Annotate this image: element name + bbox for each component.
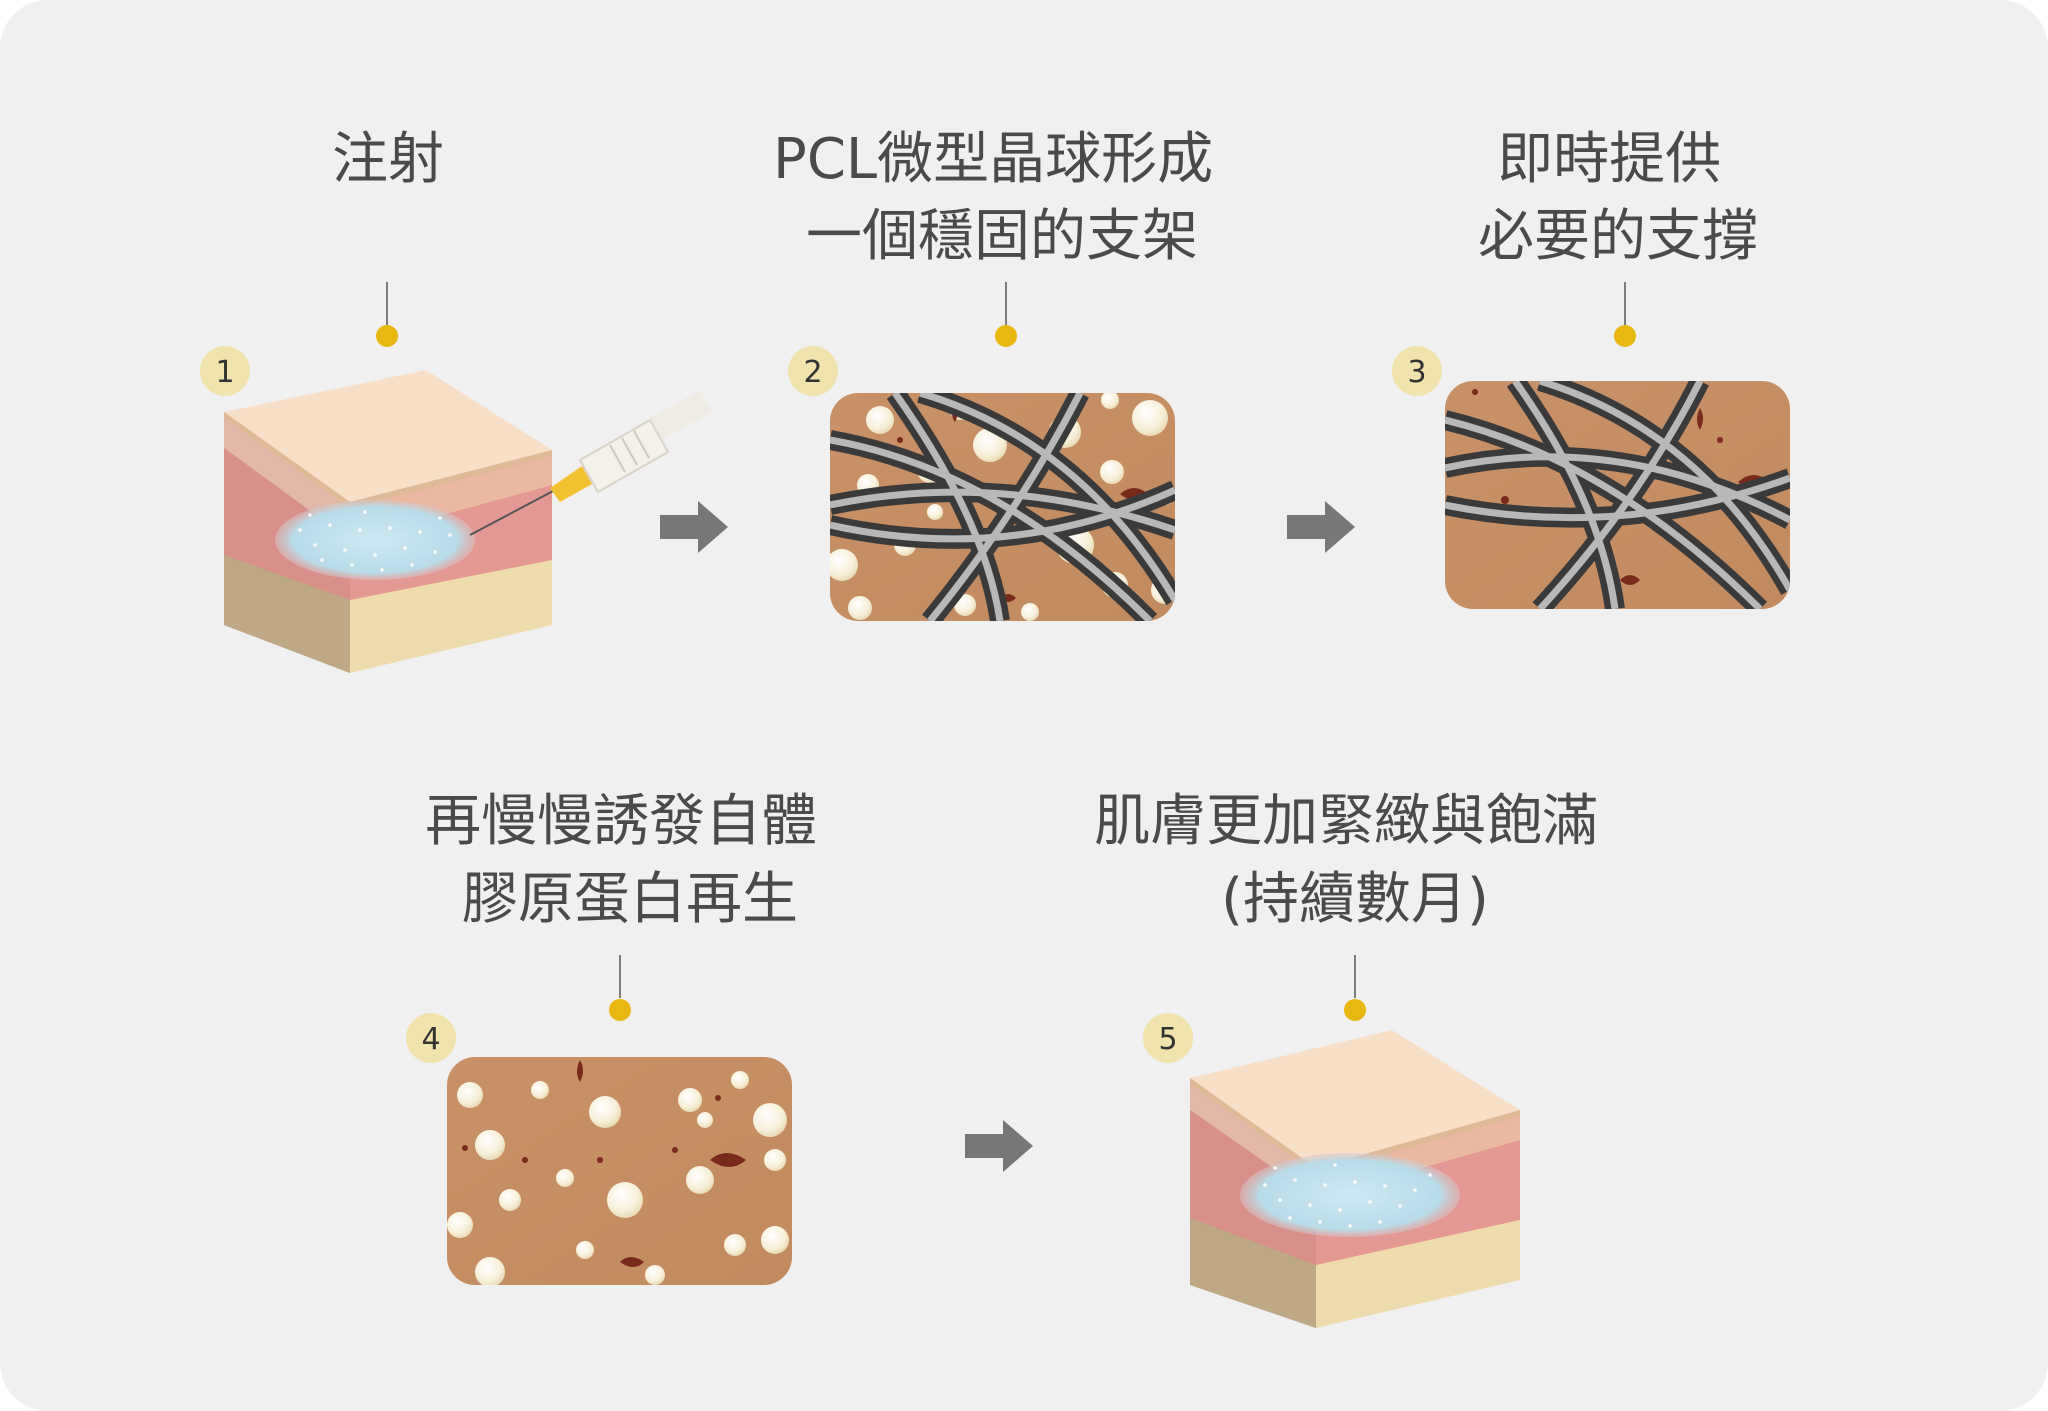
svg-text:3: 3 xyxy=(1407,355,1426,390)
svg-text:4: 4 xyxy=(421,1022,440,1057)
step-2-badge: 2 xyxy=(788,346,838,396)
svg-text:5: 5 xyxy=(1158,1022,1177,1057)
arrow-right-icon xyxy=(1287,501,1355,553)
svg-text:1: 1 xyxy=(215,355,234,390)
step-1-marker xyxy=(376,282,398,347)
step-1-title: 注射 xyxy=(332,127,444,192)
step-1-badge: 1 xyxy=(200,346,250,396)
skin-cube-filled-illustration xyxy=(1190,1030,1520,1328)
step-4-badge: 4 xyxy=(406,1013,456,1063)
arrow-right-icon xyxy=(965,1120,1033,1172)
svg-text:2: 2 xyxy=(803,355,822,390)
step-5-title: 肌膚更加緊緻與飽滿 (持續數月) xyxy=(1094,789,1616,932)
tissue-with-microspheres-illustration xyxy=(447,1057,792,1285)
step-5-badge: 5 xyxy=(1143,1013,1193,1063)
step-3-title: 即時提供 必要的支撐 xyxy=(1478,127,1758,269)
step-4-marker xyxy=(609,955,631,1021)
step-3-marker xyxy=(1614,282,1636,347)
step-5-marker xyxy=(1344,955,1366,1021)
skin-cube-with-syringe-illustration xyxy=(224,370,712,673)
step-4-title: 再慢慢誘發自體 膠原蛋白再生 xyxy=(425,789,835,932)
step-2-title: PCL微型晶球形成 一個穩固的支架 xyxy=(773,127,1231,269)
tissue-with-fibers-illustration xyxy=(1445,381,1790,609)
arrow-right-icon xyxy=(660,501,728,553)
tissue-with-fibers-and-microspheres-illustration xyxy=(830,393,1175,621)
step-2-marker xyxy=(995,282,1017,347)
step-3-badge: 3 xyxy=(1392,346,1442,396)
